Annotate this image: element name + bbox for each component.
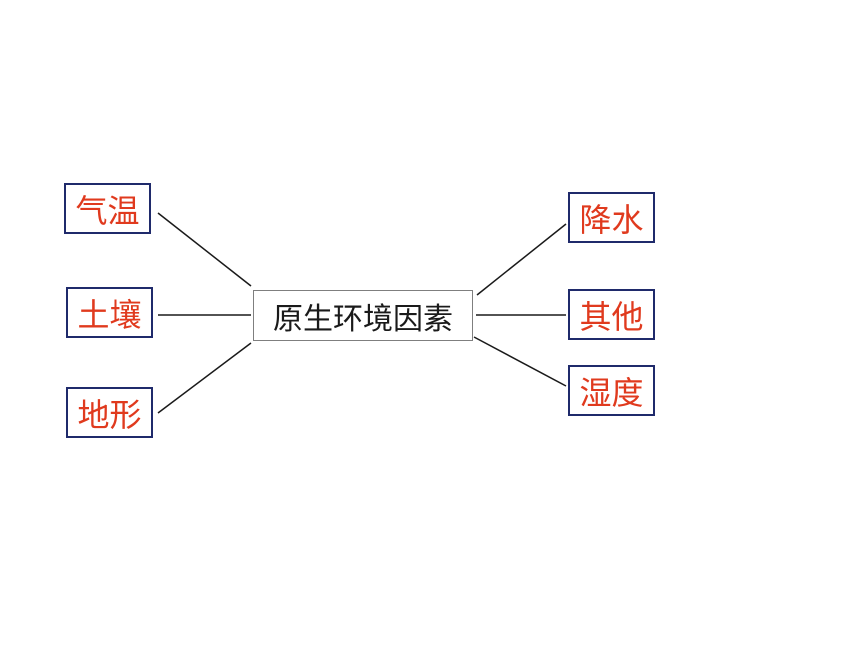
center-node: 原生环境因素	[253, 290, 473, 341]
node-turang: 土壤	[66, 287, 153, 338]
node-qiwen-label: 气温	[75, 191, 140, 230]
node-jiangshui: 降水	[568, 192, 655, 243]
node-shidu-label: 湿度	[579, 373, 644, 412]
node-turang-label: 土壤	[77, 295, 142, 334]
node-qita-label: 其他	[579, 297, 644, 336]
connector-shidu	[473, 336, 567, 387]
node-qita: 其他	[568, 289, 655, 340]
connector-qiwen	[157, 212, 252, 287]
connector-dixing	[157, 342, 252, 414]
node-dixing-label: 地形	[77, 395, 142, 434]
node-jiangshui-label: 降水	[579, 200, 644, 239]
node-qiwen: 气温	[64, 183, 151, 234]
center-node-label: 原生环境因素	[273, 301, 453, 337]
connector-jiangshui	[476, 223, 567, 296]
node-dixing: 地形	[66, 387, 153, 438]
node-shidu: 湿度	[568, 365, 655, 416]
